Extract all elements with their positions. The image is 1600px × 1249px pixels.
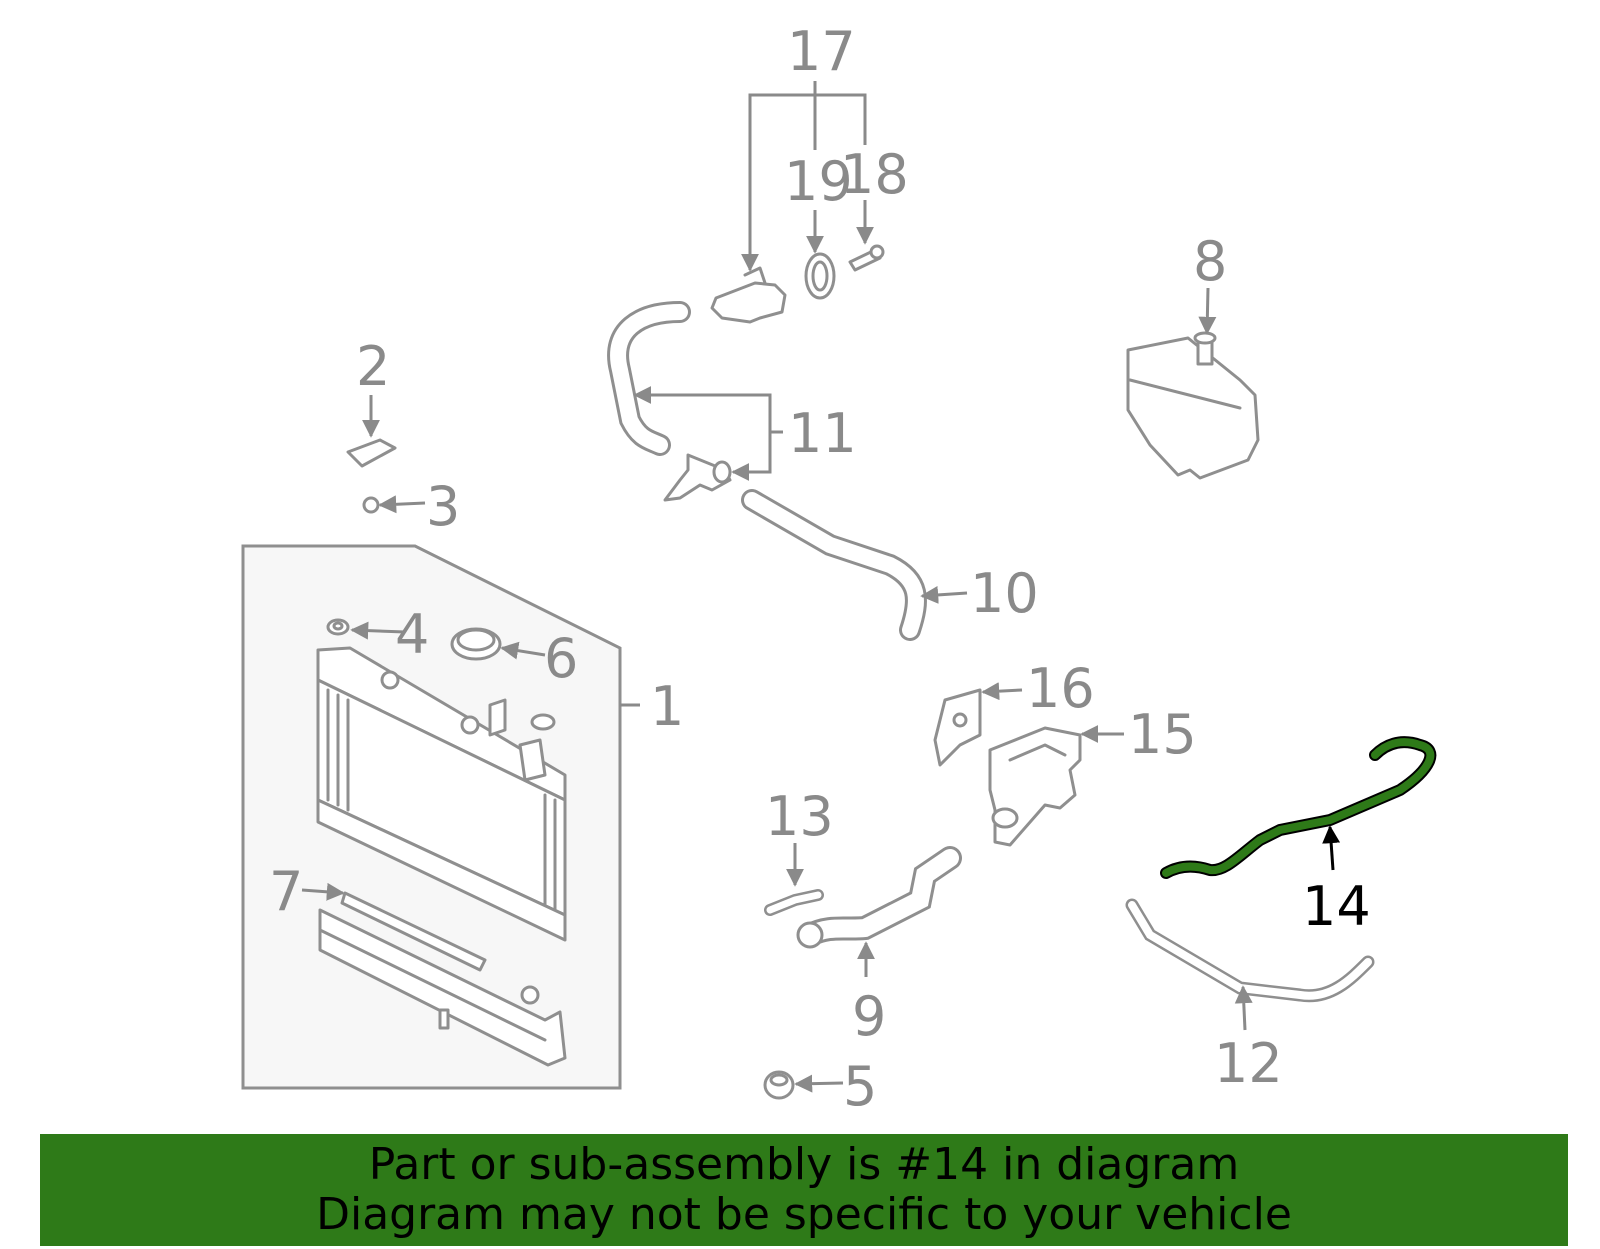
callout-9[interactable]: 9	[852, 985, 886, 1048]
callout-4[interactable]: 4	[395, 603, 429, 666]
radiator-assembly-group	[241, 544, 622, 1090]
callout-1[interactable]: 1	[650, 675, 684, 738]
hose-14-highlighted-drawing	[1160, 736, 1437, 879]
callout-11[interactable]: 11	[788, 402, 857, 465]
callout-16[interactable]: 16	[1026, 657, 1095, 720]
thermostat-housing-17-drawing	[710, 266, 787, 324]
callout-3[interactable]: 3	[426, 475, 460, 538]
hose-12-drawing	[1125, 898, 1375, 1003]
callout-labels: 1 2 3 4 5 6 7 8 9 10 11 12 13 14 15 16 1…	[269, 20, 1371, 1118]
leader-lines	[301, 81, 1341, 1093]
callout-8[interactable]: 8	[1193, 230, 1227, 293]
callout-2[interactable]: 2	[356, 335, 390, 398]
water-outlet-15-drawing	[988, 726, 1082, 847]
reservoir-8-drawing	[1126, 331, 1260, 480]
drain-plug-5-drawing	[763, 1070, 795, 1100]
callout-14[interactable]: 14	[1302, 875, 1371, 938]
hose-13-drawing	[764, 889, 824, 916]
callout-7[interactable]: 7	[269, 860, 303, 923]
radiator-cap-drawing	[450, 627, 502, 661]
hose-11-drawing	[607, 301, 732, 502]
gasket-19-drawing	[804, 252, 836, 300]
hose-10-drawing	[741, 489, 927, 641]
callout-10[interactable]: 10	[970, 562, 1039, 625]
callout-13[interactable]: 13	[765, 785, 834, 848]
callout-5[interactable]: 5	[843, 1055, 877, 1118]
callout-17[interactable]: 17	[787, 20, 856, 83]
gasket-16-drawing	[933, 688, 982, 767]
hose-9-drawing	[796, 846, 962, 949]
bracket-2-drawing	[346, 438, 397, 468]
callout-12[interactable]: 12	[1214, 1032, 1283, 1095]
bolt-18-drawing	[848, 244, 885, 272]
grommet-4-drawing	[326, 618, 350, 636]
radiator-core-drawing	[316, 646, 567, 942]
callout-6[interactable]: 6	[544, 627, 578, 690]
callout-18[interactable]: 18	[840, 143, 909, 206]
banner-disclaimer-line: Diagram may not be specific to your vehi…	[316, 1189, 1292, 1240]
banner-part-line: Part or sub-assembly is #14 in diagram	[368, 1139, 1240, 1190]
info-banner: Part or sub-assembly is #14 in diagram D…	[40, 1134, 1568, 1246]
callout-15[interactable]: 15	[1128, 703, 1197, 766]
callout-19[interactable]: 19	[784, 150, 853, 213]
clip-3-drawing	[362, 496, 380, 514]
radiator-support-drawing	[318, 891, 567, 1067]
